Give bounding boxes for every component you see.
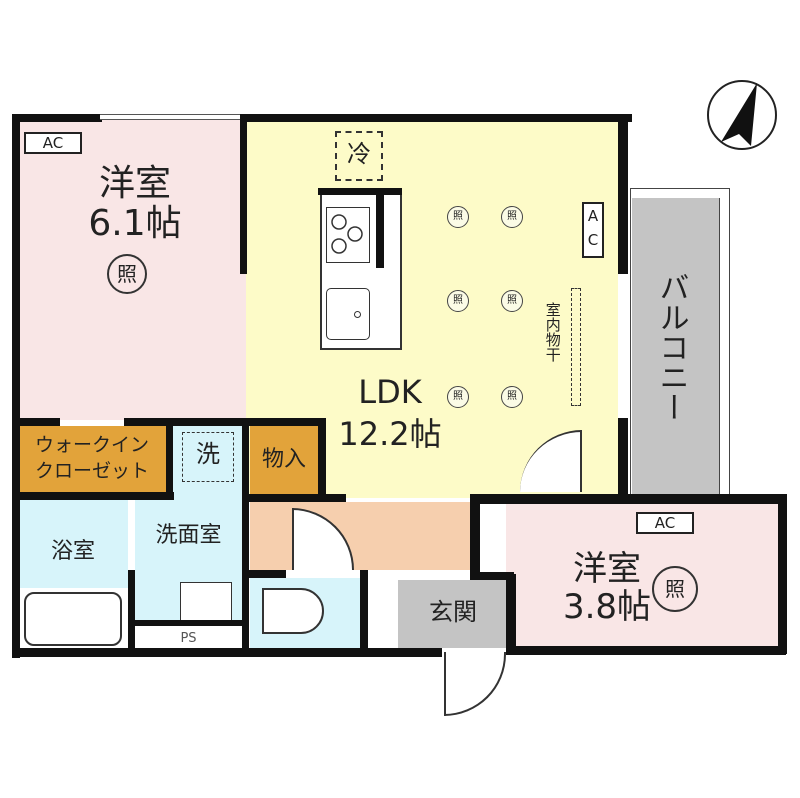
wall-left — [12, 114, 20, 658]
bathtub — [24, 592, 122, 646]
wall-wic-top2 — [124, 418, 324, 426]
north-arrow-icon — [707, 80, 777, 150]
wall-wic-top — [12, 418, 60, 426]
compass — [705, 78, 779, 152]
wall-storage-left — [242, 418, 249, 650]
western-room-1-size: 6.1帖 — [88, 203, 182, 244]
wall-right-room2 — [778, 494, 787, 654]
ldk-light-5: 照 — [447, 386, 469, 408]
sink — [326, 288, 370, 340]
ldk-light-3: 照 — [447, 290, 469, 312]
western-room-1-name: 洋室 — [98, 163, 171, 204]
ldk-size: 12.2帖 — [338, 415, 442, 453]
western-room-2-name: 洋室 — [573, 549, 641, 589]
wall-wic-bottom — [12, 492, 174, 500]
window-room1[interactable] — [100, 114, 242, 120]
fridge-label: 冷 — [347, 140, 371, 168]
wall-bottom-right — [506, 646, 786, 655]
wic-line1: ウォークイン — [34, 434, 149, 456]
bathtub-area — [18, 588, 128, 650]
wall-washer — [135, 620, 243, 626]
western-room-2-size: 3.8帖 — [562, 587, 652, 627]
wall-hall-top — [246, 494, 346, 502]
wall-entrance-right — [506, 574, 516, 654]
balcony-label: バルコニー — [653, 272, 689, 422]
toilet-bowl — [262, 588, 324, 634]
ldk-light-1: 照 — [447, 206, 469, 228]
wall-top-left — [12, 114, 102, 122]
washroom-name: 洗面室 — [155, 523, 222, 548]
wall-entrance-top — [470, 494, 480, 576]
drying-label: 室内物干 — [543, 302, 562, 362]
balcony-floor — [632, 198, 720, 496]
kitchen-wall-side — [376, 188, 384, 268]
wall-wic-right — [166, 418, 173, 500]
pipe-space — [135, 628, 242, 650]
ldk-light-4: 照 — [501, 290, 523, 312]
stove — [326, 207, 370, 263]
ldk-name: LDK — [358, 373, 422, 411]
entrance-step — [368, 578, 398, 650]
wall-top-ldk — [240, 114, 632, 122]
vanity — [180, 582, 232, 622]
wall-toilet-right — [360, 570, 368, 650]
storage-label: 物入 — [261, 447, 306, 472]
drying-rail — [571, 288, 581, 406]
fridge-space — [335, 131, 383, 181]
entrance-door[interactable] — [444, 652, 506, 716]
closet-room2 — [482, 504, 506, 576]
burner-icons — [331, 214, 363, 254]
drain — [354, 311, 361, 318]
wic-line2: クローゼット — [34, 460, 149, 482]
wall-right-ldk-lower — [618, 418, 628, 498]
entrance — [398, 580, 508, 648]
ldk-light-6: 照 — [501, 386, 523, 408]
washer-label: 洗 — [196, 440, 220, 468]
wall-hall-bottom — [246, 570, 286, 578]
hallway — [250, 502, 470, 570]
wall-room1-ldk — [240, 114, 247, 274]
bathroom-name: 浴室 — [50, 539, 95, 564]
entrance-label: 玄関 — [429, 598, 477, 626]
ldk-light-2: 照 — [501, 206, 523, 228]
wall-bottom-left — [12, 648, 442, 657]
wall-bath-wash — [128, 570, 135, 650]
ac-unit-room1: AC — [24, 132, 82, 154]
ceiling-light-room2: 照 — [652, 566, 698, 612]
storage — [250, 426, 318, 498]
wall-right-ldk-upper — [618, 114, 628, 274]
ceiling-light-room1: 照 — [107, 254, 147, 294]
walk-in-closet — [18, 426, 166, 492]
kitchen-wall-top — [318, 188, 402, 195]
ps-label: PS — [180, 631, 197, 646]
ac-unit-room2: AC — [636, 512, 694, 534]
wall-hall-room2 — [470, 494, 780, 504]
washer-space — [182, 432, 234, 482]
wall-entrance-ledge — [470, 572, 514, 580]
wall-storage-right — [318, 418, 326, 500]
